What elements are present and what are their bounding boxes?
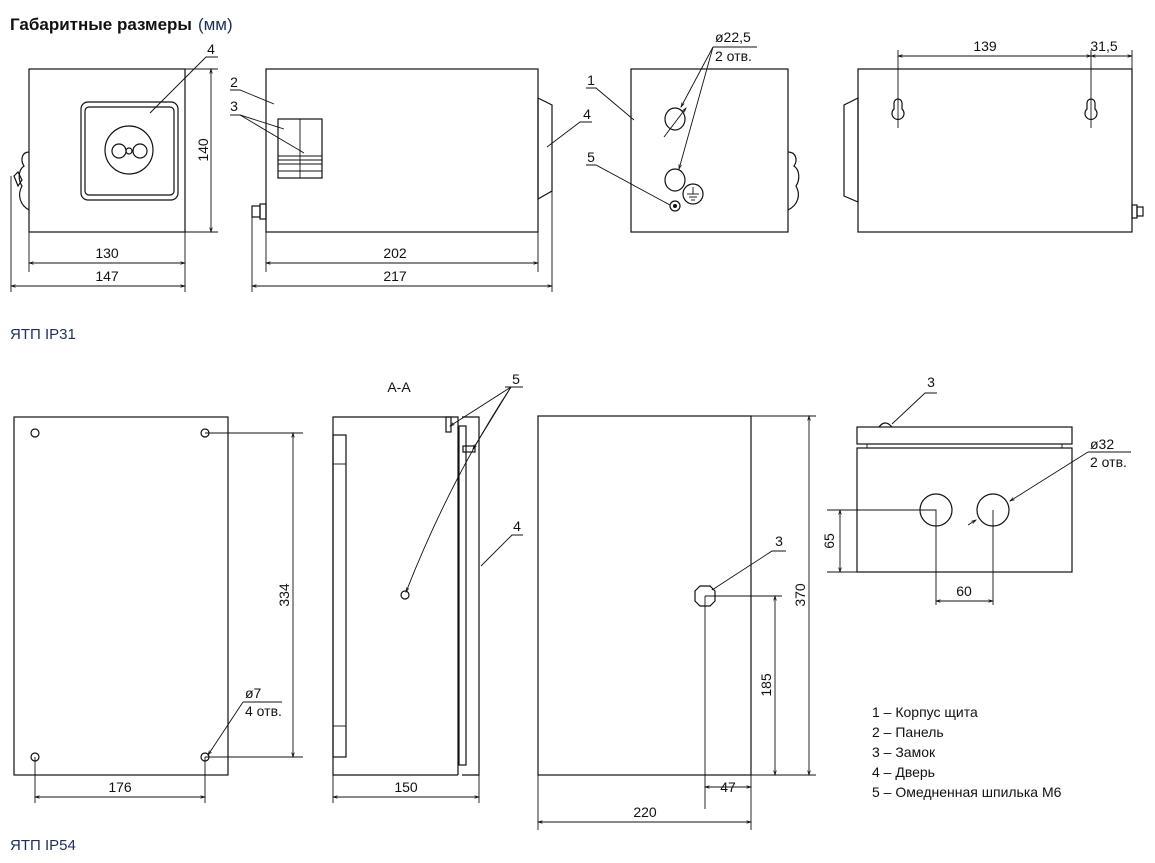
ip54-bottom-view: 65 60 ø32 2 отв. 3 — [821, 374, 1131, 605]
ip54-back-view: 334 176 ø7 4 отв. — [13, 416, 303, 803]
hole-count: 2 отв. — [715, 48, 752, 64]
dim-depth-body: 202 — [383, 245, 407, 261]
hole-diameter: ø32 — [1090, 436, 1114, 452]
model-label-ip54: ЯТП IP54 — [10, 837, 76, 854]
lock-icon — [694, 585, 716, 607]
callout-lock: 3 — [230, 98, 238, 114]
dim-height: 140 — [195, 138, 211, 162]
page-title: Габаритные размеры (мм) — [10, 15, 233, 34]
section-title: A-A — [387, 379, 411, 395]
ip31-side-view: 202 217 2 3 4 — [230, 68, 592, 292]
callout-lock: 3 — [927, 374, 935, 390]
dim-hole-spacing: 60 — [956, 583, 972, 599]
ip31-back-view: 139 31,5 — [843, 38, 1144, 233]
dim-width: 220 — [633, 804, 657, 820]
legend-item: 4 – Дверь — [872, 764, 935, 780]
dim-depth-total: 217 — [383, 268, 407, 284]
callout-door: 4 — [207, 41, 215, 57]
stud-icon — [669, 200, 681, 212]
lock-icon — [104, 125, 154, 175]
legend-item: 2 – Панель — [872, 724, 944, 740]
dim-hole-offset: 31,5 — [1090, 38, 1117, 54]
callout-stud: 5 — [587, 149, 595, 165]
dim-hole-spacing: 139 — [973, 38, 997, 54]
callout-body: 1 — [587, 72, 595, 88]
cable-hole — [664, 168, 686, 192]
stud-icon — [251, 205, 261, 218]
callout-stud: 5 — [512, 371, 520, 387]
ip54-section-view: A-A 5 4 150 — [333, 371, 523, 803]
callout-door: 4 — [583, 106, 591, 122]
legend-item: 5 – Омедненная шпилька М6 — [872, 784, 1062, 800]
callout-lock: 3 — [775, 533, 783, 549]
ground-icon — [682, 183, 704, 205]
callout-door: 4 — [513, 518, 521, 534]
hole-diameter: ø22,5 — [715, 29, 751, 45]
ip54-front-view: 370 185 47 220 3 — [538, 416, 816, 830]
dim-width-spacing: 176 — [108, 779, 132, 795]
model-label-ip31: ЯТП IP31 — [10, 326, 76, 343]
dim-hole-height: 65 — [821, 533, 837, 549]
title-unit: (мм) — [198, 15, 233, 34]
title-main: Габаритные размеры — [10, 15, 192, 34]
callout-panel: 2 — [230, 74, 238, 90]
legend-item: 3 – Замок — [872, 744, 936, 760]
legend: 1 – Корпус щита 2 – Панель 3 – Замок 4 –… — [872, 704, 1062, 800]
dim-depth: 150 — [394, 779, 418, 795]
dim-width-total: 147 — [95, 268, 119, 284]
ip31-front-view: 140 130 147 4 — [11, 41, 218, 292]
mount-hole — [30, 428, 40, 438]
door-frame — [80, 101, 179, 201]
hole-count: 4 отв. — [245, 703, 282, 719]
dim-width-body: 130 — [95, 245, 119, 261]
dim-lock-height: 185 — [758, 673, 774, 697]
hole-diameter: ø7 — [245, 685, 262, 701]
ip31-bottom-view: ø22,5 2 отв. 1 5 — [586, 29, 800, 233]
cable-hole — [664, 107, 686, 131]
hole-count: 2 отв. — [1090, 454, 1127, 470]
dim-height-spacing: 334 — [276, 583, 292, 607]
dim-height: 370 — [792, 583, 808, 607]
dim-lock-offset: 47 — [720, 779, 736, 795]
legend-item: 1 – Корпус щита — [872, 704, 978, 720]
